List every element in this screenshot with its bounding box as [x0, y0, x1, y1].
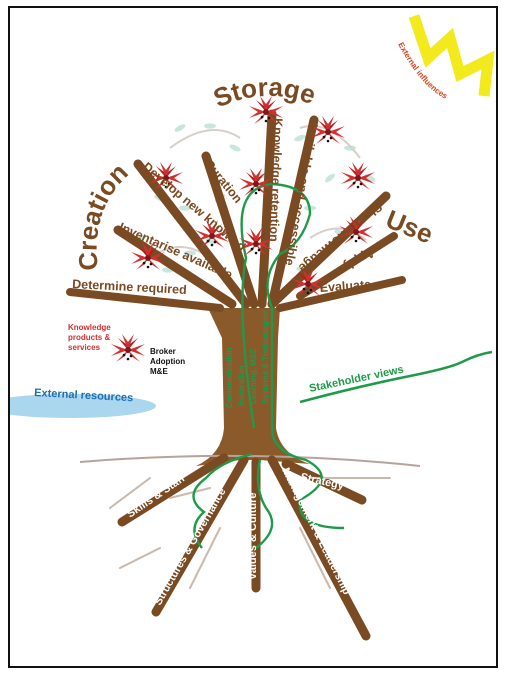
flower-icon	[111, 334, 145, 362]
svg-text:M&E: M&E	[150, 367, 168, 376]
knowledge-tree-diagram: External influences Storage Creation Use…	[10, 8, 496, 666]
svg-text:Adoption: Adoption	[150, 357, 185, 366]
svg-text:products &: products &	[68, 333, 110, 342]
trunk-systems: Systems & Technologies	[261, 309, 270, 404]
trunk-innovation: Innovation	[237, 365, 246, 406]
branch-apply: Apply	[340, 245, 377, 274]
knowledge-products-label: Knowledge products & services	[68, 323, 111, 352]
diagram-frame: External influences Storage Creation Use…	[8, 6, 498, 668]
trunk-communication: Communication	[225, 347, 234, 408]
trunk-learning: Learning, M&E	[249, 347, 258, 404]
svg-text:Broker: Broker	[150, 347, 176, 356]
svg-text:services: services	[68, 343, 101, 352]
svg-text:Knowledge: Knowledge	[68, 323, 111, 332]
root-structures-governance: Structures & Governance	[152, 486, 228, 607]
branch-available-accessible: Available and accessible	[282, 119, 321, 266]
root-strategy: Strategy	[299, 471, 345, 492]
root-values-culture: Values & Culture	[247, 492, 259, 580]
broker-label: Broker Adoption M&E	[150, 347, 185, 376]
section-creation: Creation	[72, 157, 133, 272]
